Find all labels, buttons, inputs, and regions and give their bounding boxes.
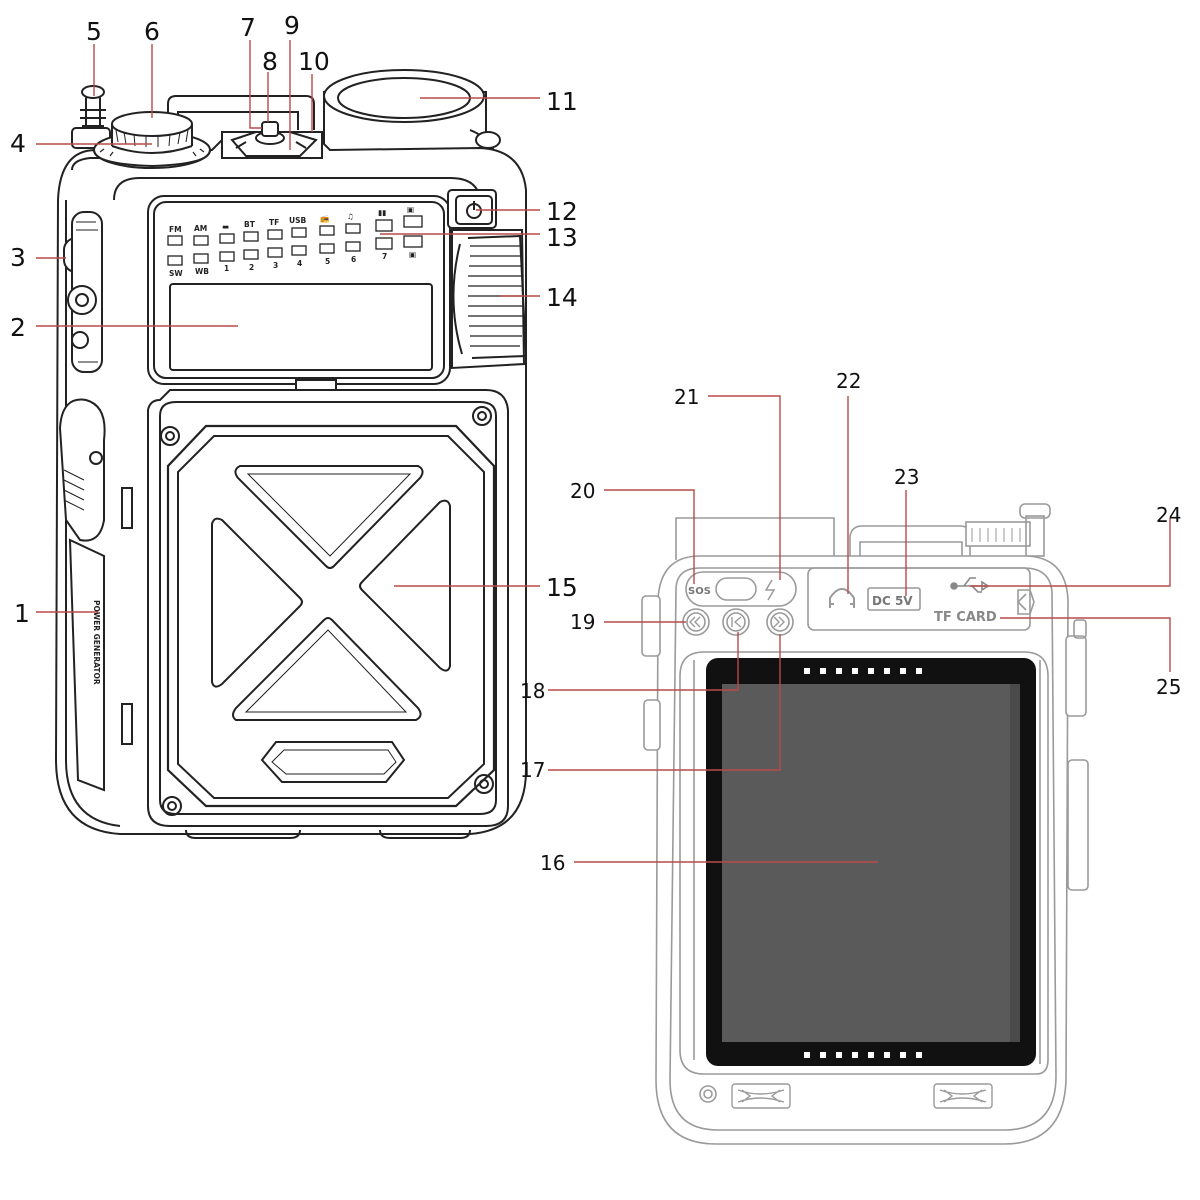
label-sw: SW	[169, 269, 183, 278]
callout-18: 18	[520, 679, 545, 703]
callout-22: 22	[836, 369, 861, 393]
leader-lines	[36, 40, 1171, 863]
callout-14: 14	[546, 283, 578, 312]
label-fm: FM	[169, 225, 182, 234]
label-5: 5	[325, 257, 330, 266]
callout-12: 12	[546, 197, 578, 226]
label-bt: BT	[244, 220, 256, 229]
label-radio-icon: 📻	[320, 214, 329, 223]
side-text: POWER GENERATOR	[92, 600, 101, 685]
label-wb: WB	[195, 267, 209, 276]
callout-9: 9	[284, 11, 300, 40]
indicator-leds	[167, 215, 423, 266]
label-7: 7	[382, 252, 387, 261]
indicator-labels: FM AM ▬ BT TF USB 📻 ♫ ▮▮ ▣ SW WB 1 2 3 4…	[169, 205, 416, 278]
callout-16: 16	[540, 851, 565, 875]
label-6: 6	[351, 255, 356, 264]
callout-7: 7	[240, 13, 256, 42]
callout-19: 19	[570, 610, 595, 634]
callout-4: 4	[10, 129, 26, 158]
lcd-window	[169, 283, 433, 371]
label-antenna: ▬	[222, 222, 229, 231]
top-buttons	[221, 121, 323, 159]
callout-6: 6	[144, 17, 160, 46]
label-3: 3	[273, 261, 278, 270]
callout-24: 24	[1156, 503, 1181, 527]
label-battery-icon: ▮▮	[378, 208, 386, 217]
label-am: AM	[194, 224, 207, 233]
callout-1: 1	[14, 599, 30, 628]
generator-panel	[68, 538, 105, 792]
front-view: POWER GENERATOR	[54, 69, 528, 839]
callout-11: 11	[546, 87, 578, 116]
power-button	[447, 189, 497, 229]
callout-8: 8	[262, 47, 278, 76]
label-4: 4	[297, 259, 302, 268]
speaker-grille	[147, 389, 509, 827]
callout-17: 17	[520, 758, 545, 782]
side-controls	[63, 211, 103, 373]
media-buttons	[682, 608, 794, 636]
bottom-clips	[731, 1083, 993, 1109]
callout-23: 23	[894, 465, 919, 489]
callout-15: 15	[546, 573, 578, 602]
ports-panel	[807, 567, 1031, 631]
callout-numbers: 1 2 3 4 5 6 7 8 9 10 11 12 13 14 15 16 1…	[10, 11, 1181, 875]
callout-21: 21	[674, 385, 699, 409]
callout-2: 2	[10, 313, 26, 342]
callout-20: 20	[570, 479, 595, 503]
screws	[160, 406, 494, 816]
volume-wheel	[451, 229, 528, 370]
label-small-icon: ▣	[409, 250, 416, 259]
callout-10: 10	[298, 47, 330, 76]
crank-handle	[58, 398, 106, 542]
label-record-icon: ▣	[407, 205, 414, 214]
carry-handle	[167, 95, 315, 130]
tf-card-label: TF CARD	[934, 610, 997, 625]
callout-3: 3	[10, 243, 26, 272]
sos-label: SOS	[688, 586, 711, 597]
x-pattern	[211, 465, 451, 721]
sos-switch	[685, 571, 797, 607]
callout-5: 5	[86, 17, 102, 46]
label-2: 2	[249, 263, 254, 272]
callout-25: 25	[1156, 675, 1181, 699]
label-1: 1	[224, 264, 229, 273]
grip-slot	[260, 741, 406, 783]
dc-label: DC 5V	[872, 594, 913, 608]
label-music-icon: ♫	[347, 212, 354, 221]
tuning-knob	[93, 111, 211, 169]
label-tf: TF	[269, 218, 279, 227]
callout-13: 13	[546, 223, 578, 252]
label-usb: USB	[289, 216, 306, 225]
